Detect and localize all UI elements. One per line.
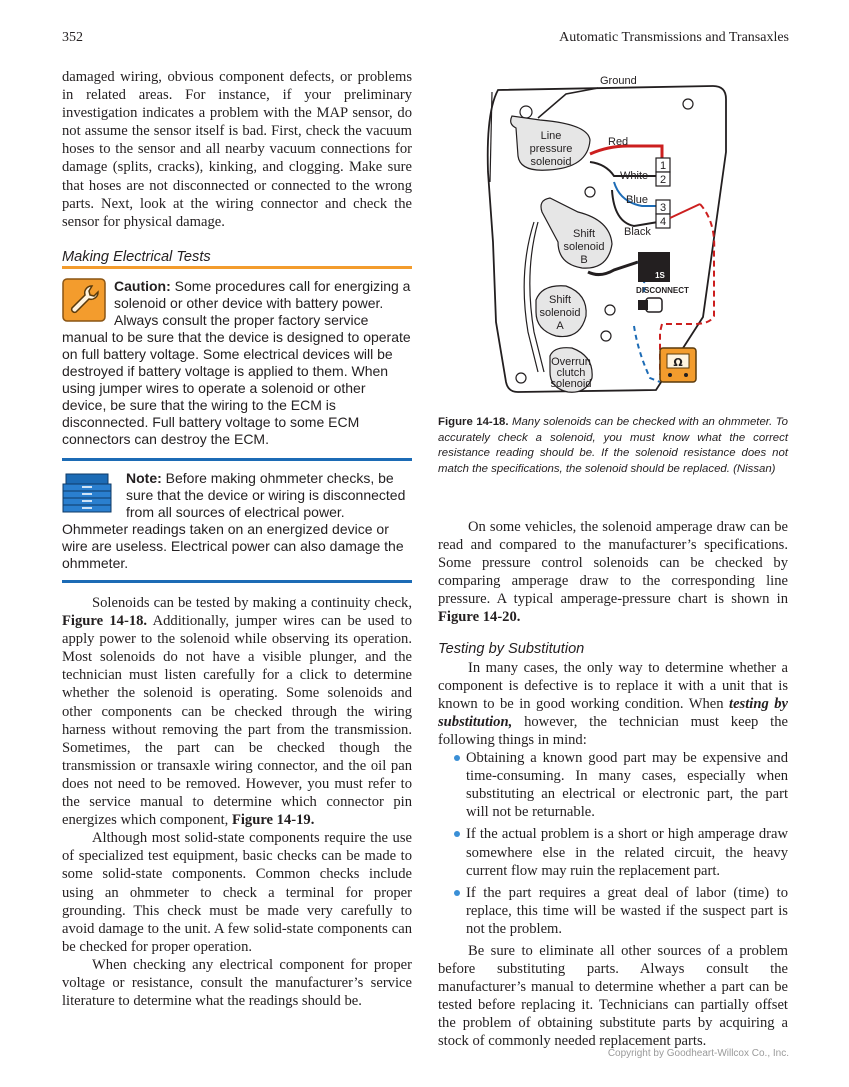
figure-14-18: Ground Line pressure solenoid Shift sole… — [438, 72, 788, 407]
label-overrun-2: clutch — [557, 367, 586, 379]
figure-caption-text: Many solenoids can be checked with an oh… — [438, 416, 788, 475]
paragraph-substitution: In many cases, the only way to determine… — [438, 659, 788, 749]
label-shift-a-3: A — [556, 320, 564, 332]
left-column-top: damaged wiring, obvious component defect… — [62, 68, 412, 265]
para1-text-a: Solenoids can be tested by making a cont… — [92, 595, 412, 611]
running-title: Automatic Transmissions and Transaxles — [559, 30, 789, 45]
intro-paragraph: damaged wiring, obvious component defect… — [62, 69, 412, 230]
note-rule-top — [62, 458, 412, 461]
paragraph-eliminate-sources: Be sure to eliminate all other sources o… — [438, 942, 788, 1050]
toolbox-icon — [62, 470, 112, 518]
caution-rule-top — [62, 266, 412, 269]
label-shift-b-2: solenoid — [564, 241, 605, 253]
para-amperage-text: On some vehicles, the solenoid amperage … — [438, 519, 788, 608]
label-black: Black — [624, 226, 651, 238]
wrench-icon — [62, 278, 106, 326]
caution-text: Some procedures call for energizing a so… — [62, 278, 411, 447]
caution-box: Caution: Some procedures call for energi… — [62, 266, 412, 461]
paragraph-checking-component: When checking any electrical component f… — [62, 956, 412, 1010]
ground-wire — [537, 87, 599, 119]
label-white: White — [620, 170, 648, 182]
subhead-testing-by-substitution: Testing by Substitution — [438, 640, 585, 657]
label-line-pressure-1: Line — [541, 130, 562, 142]
label-shift-b-3: B — [580, 254, 587, 266]
subhead-making-electrical-tests: Making Electrical Tests — [62, 248, 211, 265]
para-substitution-text-b: however, the technician must keep the fo… — [438, 713, 788, 748]
left-column-body: Solenoids can be tested by making a cont… — [62, 594, 412, 1010]
ohm-symbol: Ω — [673, 356, 683, 369]
pin-2: 2 — [660, 174, 666, 186]
shift-solenoid-b-body — [540, 197, 613, 269]
pin-1: 1 — [660, 160, 666, 172]
note-text: Before making ohmmeter checks, be sure t… — [62, 470, 406, 571]
para1-text-b: Additionally, jumper wires can be used t… — [62, 613, 412, 829]
label-overrun-3: solenoid — [551, 378, 592, 390]
paragraph-amperage-draw: On some vehicles, the solenoid amperage … — [438, 518, 788, 627]
label-shift-b-1: Shift — [573, 228, 595, 240]
paragraph-solenoids-tested: Solenoids can be tested by making a cont… — [62, 594, 412, 829]
label-red: Red — [608, 136, 628, 148]
pin-3: 3 — [660, 202, 666, 214]
label-line-pressure-2: pressure — [530, 143, 573, 155]
label-line-pressure-3: solenoid — [531, 156, 572, 168]
figure-caption-label: Figure 14-18. — [438, 416, 509, 428]
figure-ref-14-19: Figure 14-19. — [231, 812, 315, 829]
label-blue: Blue — [626, 194, 648, 206]
note-box: Note: Before making ohmmeter checks, be … — [62, 458, 412, 583]
bullet-list: Obtaining a known good part may be expen… — [438, 749, 788, 938]
figure-caption: Figure 14-18. Many solenoids can be chec… — [438, 415, 788, 477]
copyright-notice: Copyright by Goodheart-Willcox Co., Inc. — [607, 1048, 789, 1059]
term-testing-by-substitution: testing by substitution, — [438, 695, 788, 730]
solenoid-diagram: Ground Line pressure solenoid Shift sole… — [486, 75, 727, 393]
overrun-clutch-solenoid-body — [549, 347, 593, 393]
paragraph-solid-state: Although most solid-state components req… — [62, 830, 412, 955]
note-rule-bottom — [62, 580, 412, 583]
figure-ref-14-20: Figure 14-20. — [438, 609, 521, 626]
figure-ref-14-18: Figure 14-18. — [62, 613, 148, 630]
label-shift-a-1: Shift — [549, 294, 571, 306]
right-column-body: On some vehicles, the solenoid amperage … — [438, 518, 788, 1051]
caution-label: Caution: — [114, 278, 171, 294]
list-item: If the actual problem is a short or high… — [454, 826, 788, 879]
battery-icon — [638, 252, 670, 282]
shift-solenoid-a-body — [535, 285, 587, 338]
para-substitution-text-a: In many cases, the only way to determine… — [438, 659, 788, 712]
red-wire — [589, 144, 664, 158]
pin-4: 4 — [660, 216, 666, 228]
black-wire — [611, 189, 659, 228]
transmission-housing-outline — [486, 85, 727, 393]
blue-wire — [613, 181, 658, 207]
note-label: Note: — [126, 470, 162, 486]
white-wire — [589, 161, 658, 177]
list-item: If the part requires a great deal of lab… — [454, 884, 788, 937]
battery-mark: 1S — [655, 271, 665, 280]
page-number: 352 — [62, 30, 83, 45]
line-pressure-solenoid-body — [510, 115, 591, 171]
label-ground: Ground — [600, 75, 637, 87]
disconnect-plug-icon — [645, 297, 663, 313]
label-overrun-1: Overrun — [551, 356, 591, 368]
label-shift-a-2: solenoid — [540, 307, 581, 319]
probe-lead — [669, 203, 701, 219]
list-item: Obtaining a known good part may be expen… — [454, 750, 788, 821]
meter-lead-blue — [633, 325, 661, 383]
label-disconnect: DISCONNECT — [636, 286, 689, 295]
